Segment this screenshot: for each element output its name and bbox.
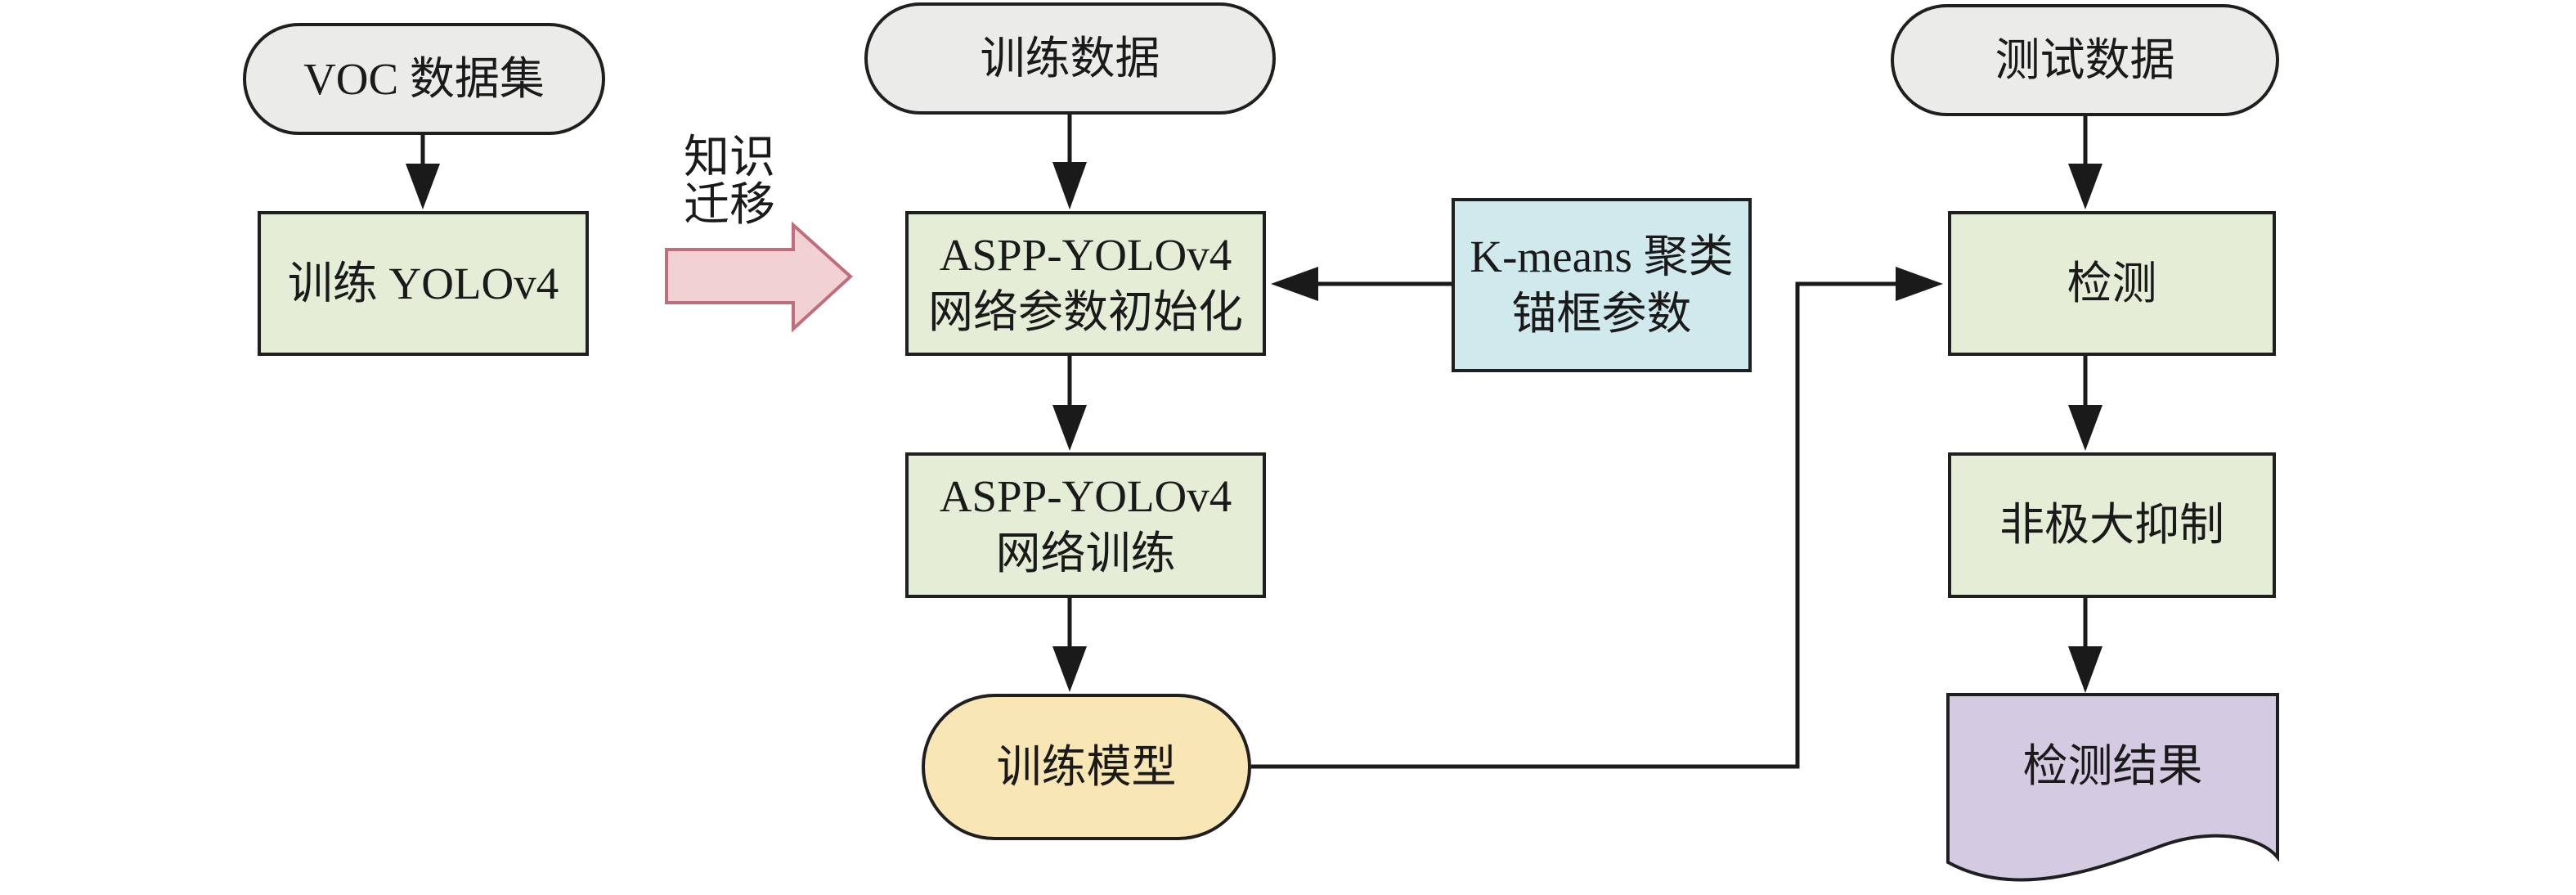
- node-kmeans: K-means 聚类 锚框参数: [1452, 198, 1752, 372]
- node-detect-label: 检测: [2067, 258, 2157, 308]
- node-aspp-init-line2: 网络参数初始化: [927, 286, 1243, 337]
- node-detect: 检测: [1948, 211, 2276, 356]
- knowledge-transfer-label: 知识 迁移: [684, 134, 775, 229]
- connector-model-to-detect: [1251, 281, 1897, 769]
- node-nms-label: 非极大抑制: [1999, 500, 2224, 550]
- arrow-testdata-to-detect-head: [2068, 164, 2103, 209]
- detection-result-shape: [1946, 693, 2279, 882]
- node-aspp-init: ASPP-YOLOv4 网络参数初始化: [905, 211, 1266, 356]
- knowledge-transfer-label-line1: 知识: [684, 133, 775, 183]
- arrow-nms-to-result-head: [2068, 646, 2103, 693]
- knowledge-transfer-arrow: [665, 221, 853, 333]
- node-voc-dataset: VOC 数据集: [243, 23, 605, 135]
- node-aspp-train-line2: 网络训练: [995, 528, 1176, 578]
- arrow-traindata-to-asppinit-head: [1052, 162, 1087, 209]
- node-aspp-train-line1: ASPP-YOLOv4: [939, 471, 1232, 521]
- arrow-detect-to-nms-head: [2068, 405, 2103, 451]
- knowledge-transfer-label-line2: 迁移: [684, 180, 775, 231]
- node-voc-dataset-label: VOC 数据集: [303, 53, 545, 104]
- arrow-voc-to-trainyolo-head: [406, 164, 440, 209]
- arrow-model-to-detect-head: [1896, 267, 1943, 301]
- node-train-data-label: 训练数据: [980, 33, 1160, 83]
- node-aspp-train: ASPP-YOLOv4 网络训练: [905, 452, 1266, 598]
- node-train-yolov4-label: 训练 YOLOv4: [287, 258, 559, 308]
- node-detect-result-label: 检测结果: [2022, 741, 2203, 791]
- node-trained-model: 训练模型: [922, 694, 1251, 840]
- node-trained-model-label: 训练模型: [996, 741, 1177, 792]
- arrow-aspptrain-to-model-head: [1052, 646, 1087, 692]
- node-test-data-label: 测试数据: [1995, 34, 2175, 85]
- node-kmeans-line2: 锚框参数: [1511, 288, 1692, 339]
- node-nms: 非极大抑制: [1948, 452, 2276, 598]
- node-aspp-init-line1: ASPP-YOLOv4: [939, 229, 1232, 280]
- arrow-kmeans-to-asppinit-head: [1271, 267, 1318, 301]
- arrow-asppinit-to-aspptrain-head: [1052, 405, 1087, 451]
- node-test-data: 测试数据: [1891, 4, 2279, 116]
- node-train-data: 训练数据: [864, 2, 1276, 115]
- node-train-yolov4: 训练 YOLOv4: [258, 211, 589, 356]
- node-kmeans-line1: K-means 聚类: [1470, 231, 1734, 281]
